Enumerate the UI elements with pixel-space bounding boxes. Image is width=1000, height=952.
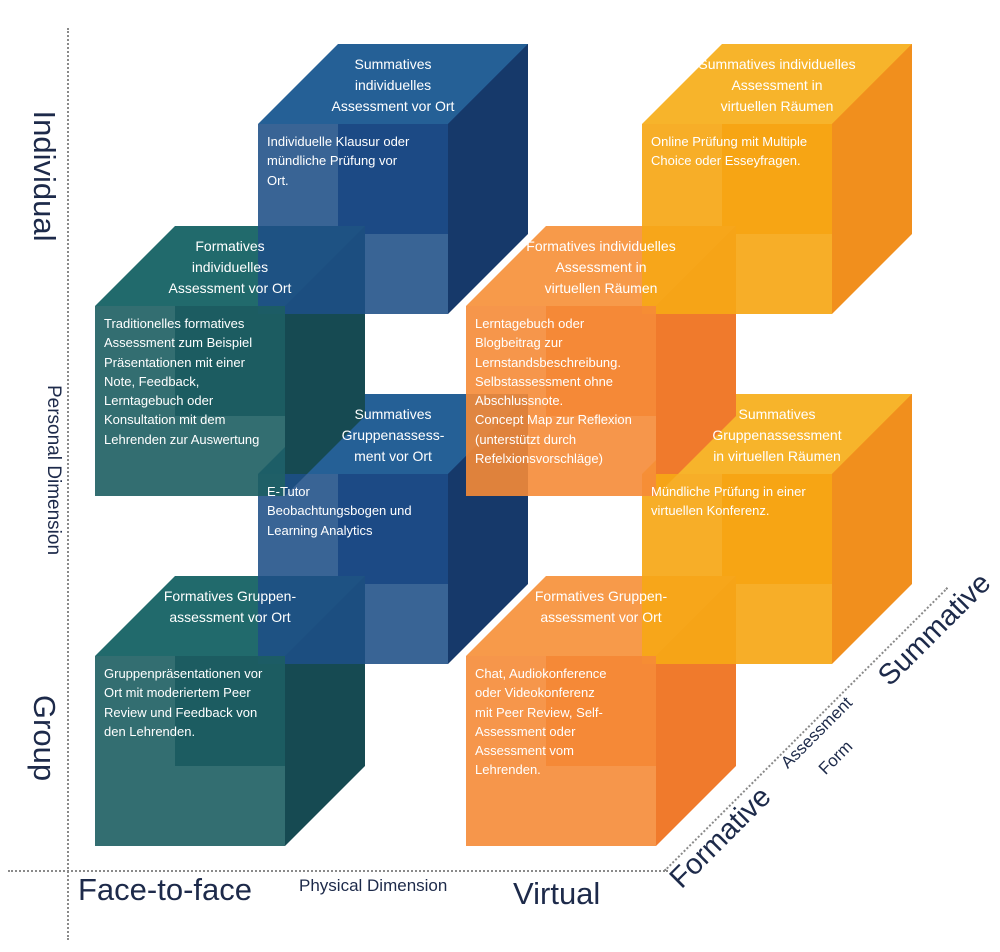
cube-title-line: Formatives individuelles [526,238,676,254]
cube-title-line: Summatives [354,406,432,422]
cube-title-line: Formatives [195,238,265,254]
cube-description-line: Review und Feedback von [104,704,258,720]
cube-front-face [642,474,832,664]
axis-label-physical-dimension: Physical Dimension [299,876,448,895]
cube-description-line: Note, Feedback, [104,373,200,389]
cube-description-line: E-Tutor [267,484,310,499]
cube-title: Formatives Gruppen-assessment vor Ort [506,586,696,628]
cube-description-line: Ort mit moderiertem Peer [104,685,251,701]
cube-description-line: Chat, Audiokonference [475,666,607,681]
cube-title-line: Summatives individuelles [698,56,856,72]
cube-title-line: virtuellen Räumen [720,98,834,114]
cube-description-line: mit Peer Review, Self- [475,704,603,720]
cube-description-line: Selbstassessment ohne [475,373,614,389]
cube-description: Mündliche Prüfung in einer virtuellen Kon… [651,482,829,521]
cube-description-line: Traditionelles formatives [104,316,245,331]
cube-description-line: Mündliche Prüfung in einer [651,484,806,499]
cube-front-face [466,306,656,496]
cube-description-line: Abschlussnote. [475,393,564,409]
cube-title-line: Summatives [738,406,816,422]
vertical-axis-line [67,28,69,940]
cube-description: Chat, Audiokonference oder Videokonferenz… [475,664,653,780]
cube-front-face [466,656,656,846]
cube-description-line: mündliche Prüfung vor [267,153,398,169]
cube-description-line: Lernstandsbeschreibung. [475,354,621,370]
cube-description-line: Konsultation mit dem [104,412,226,428]
cube-description-line: Online Prüfung mit Multiple [651,134,808,149]
cube-front-face [95,656,285,846]
cube-title-line: Assessment in [555,259,647,275]
axis-label-virtual: Virtual [513,876,601,911]
cube-title-line: in virtuellen Räumen [713,448,841,464]
axis-label-face-to-face: Face-to-face [78,872,253,907]
cube-description-line: Präsentationen mit einer [104,354,245,370]
cube-description-line: Assessment vom [475,743,574,759]
cube-description-line: Concept Map zur Reflexion [475,412,632,428]
horizontal-axis-line [8,870,668,872]
cube-description-line: Assessment zum Beispiel [104,335,253,351]
cube-title-line: virtuellen Räumen [544,280,658,296]
axis-label-form: Form [814,736,857,779]
cube-description-line: den Lehrenden. [104,723,196,739]
cube-description: Individuelle Klausur oder mündliche Prüfu… [267,132,445,190]
cube-description-line: Refelxionsvorschläge) [475,451,603,467]
cube-front-face [258,124,448,314]
cube-description-line: Lehrenden zur Auswertung [104,431,260,447]
cube-title-line: Gruppenassess- [341,427,445,443]
cube-description-line: Beobachtungsbogen und [267,503,412,519]
cube-description-line: Assessment oder [475,723,576,739]
axis-label-individual: Individual [27,110,62,242]
cube-title-line: assessment vor Ort [540,609,662,625]
cube-title-line: Assessment in [731,77,823,93]
cube-title-line: Assessment vor Ort [331,98,455,114]
cube-description-line: Choice oder Esseyfragen. [651,153,801,169]
cube-description-line: Gruppenpräsentationen vor [104,666,263,681]
cube-title-line: Formatives Gruppen- [163,588,297,604]
cube-title-line: Summatives [354,56,432,72]
cube-description-line: Lerntagebuch oder [104,393,214,409]
cube-title-line: assessment vor Ort [169,609,291,625]
axis-label-group: Group [27,694,62,782]
cube-description-line: virtuellen Konferenz. [651,503,770,519]
cube-front-face [258,474,448,664]
cube-title-line: Assessment vor Ort [168,280,292,296]
cube-description-line: Ort. [267,172,289,188]
cube-title-line: Formatives Gruppen- [534,588,668,604]
cube-description-line: (unterstützt durch [475,431,577,447]
cube-title: Formatives Gruppen-assessment vor Ort [135,586,325,628]
cube-description-line: Learning Analytics [267,522,373,538]
cube-front-face [642,124,832,314]
cube-description-line: Individuelle Klausur oder [267,134,410,149]
cube-description-line: Blogbeitrag zur [475,335,563,351]
cube-title-line: Gruppenassessment [712,427,842,443]
cube-description-line: Lerntagebuch oder [475,316,585,331]
axis-label-personal-dimension: Personal Dimension [43,384,64,556]
cube-title-line: individuelles [191,259,269,275]
cube-front-face [95,306,285,496]
cube-description-line: Lehrenden. [475,762,541,778]
cube-title-line: individuelles [354,77,432,93]
cube-description-line: oder Videokonferenz [475,685,595,701]
cube-title-line: ment vor Ort [354,448,432,464]
